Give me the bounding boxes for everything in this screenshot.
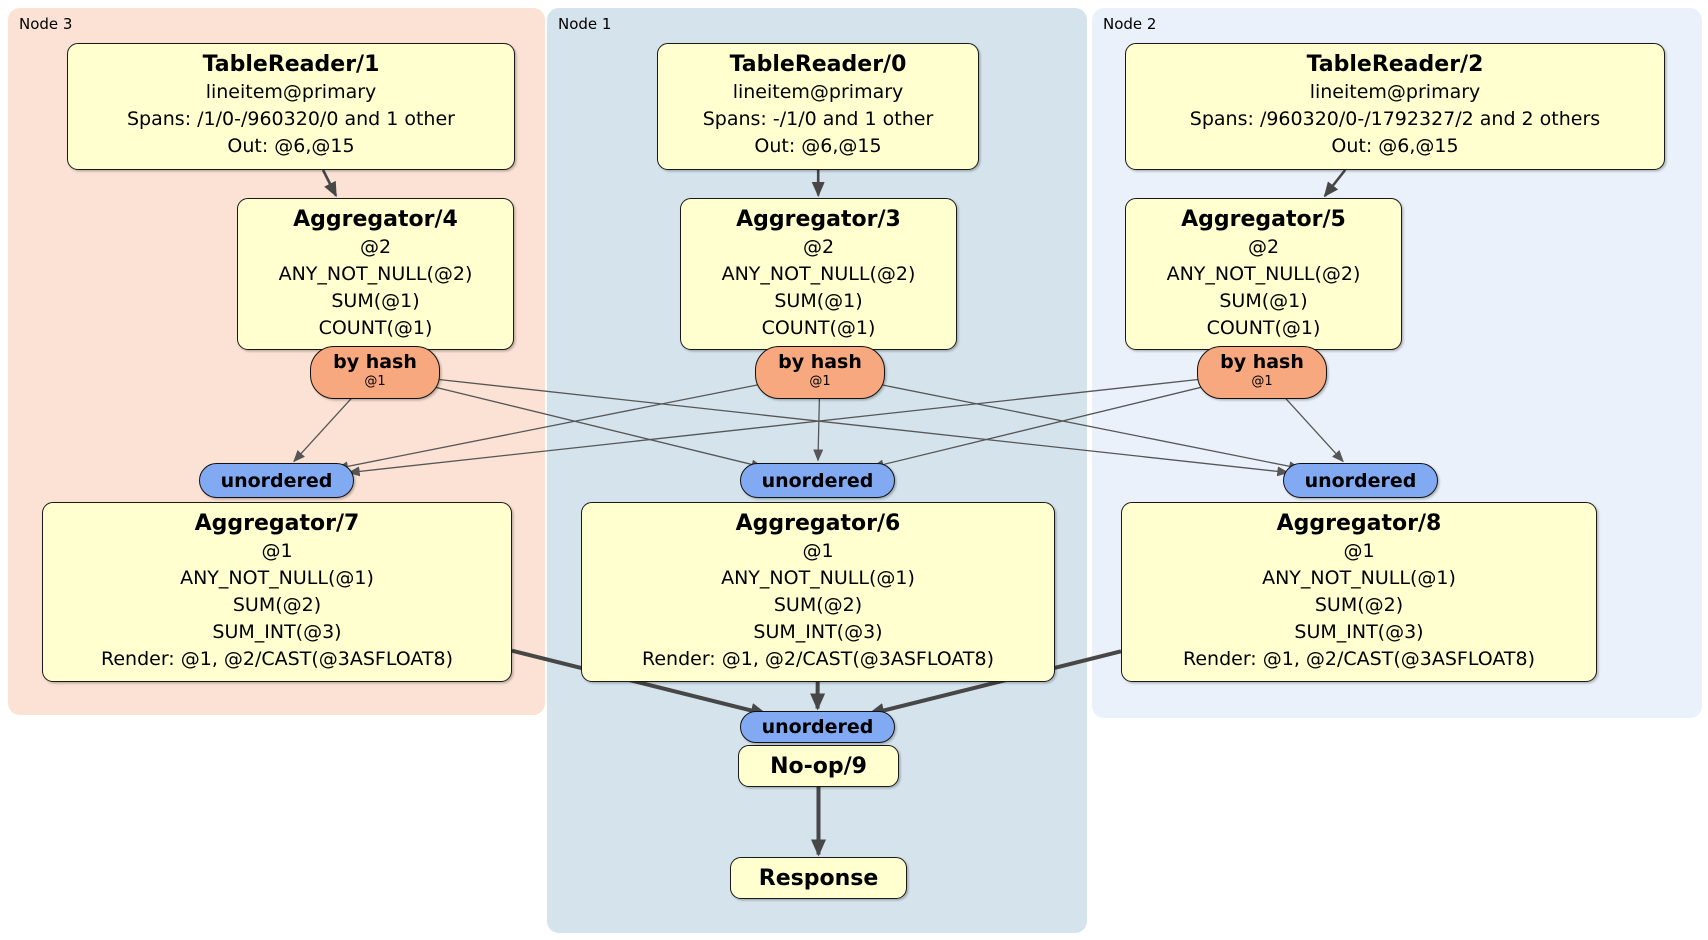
processor-detail: SUM(@2) [773, 594, 863, 616]
processor-detail: lineitem@primary [205, 81, 377, 103]
processor-aggregator-5: Aggregator/5 @2 ANY_NOT_NULL(@2) SUM(@1)… [1125, 198, 1402, 350]
sync-label: unordered [1304, 469, 1417, 492]
processor-detail: Render: @1, @2/CAST(@3ASFLOAT8) [1183, 648, 1535, 670]
router-label: by hash [778, 351, 862, 373]
processor-detail: SUM(@1) [1219, 290, 1308, 312]
processor-aggregator-4: Aggregator/4 @2 ANY_NOT_NULL(@2) SUM(@1)… [237, 198, 514, 350]
processor-detail: @1 [1343, 540, 1375, 562]
processor-title: TableReader/0 [729, 52, 907, 77]
sync-label: unordered [761, 716, 874, 738]
processor-detail: @2 [359, 236, 392, 258]
processor-detail: Out: @6,@15 [754, 135, 882, 157]
processor-detail: lineitem@primary [732, 81, 904, 103]
processor-title: Aggregator/5 [1181, 207, 1346, 232]
processor-detail: SUM(@1) [331, 290, 420, 312]
router-label: by hash [1220, 351, 1304, 373]
processor-tablereader-1: TableReader/1 lineitem@primary Spans: /1… [67, 43, 515, 170]
processor-detail: ANY_NOT_NULL(@2) [721, 263, 916, 285]
processor-detail: @2 [1247, 236, 1280, 258]
processor-detail: @1 [802, 540, 834, 562]
processor-title: Aggregator/8 [1276, 511, 1442, 536]
processor-detail: ANY_NOT_NULL(@2) [1166, 263, 1361, 285]
processor-detail: Render: @1, @2/CAST(@3ASFLOAT8) [101, 648, 453, 670]
processor-title: Aggregator/4 [293, 207, 458, 232]
region-label-node-3: Node 3 [19, 15, 73, 33]
processor-title: Response [758, 865, 879, 891]
processor-aggregator-6: Aggregator/6 @1 ANY_NOT_NULL(@1) SUM(@2)… [581, 502, 1055, 682]
processor-detail: COUNT(@1) [318, 317, 433, 339]
router-label: by hash [333, 351, 417, 373]
processor-detail: Spans: -/1/0 and 1 other [702, 108, 934, 130]
processor-detail: ANY_NOT_NULL(@1) [1262, 567, 1456, 589]
processor-aggregator-7: Aggregator/7 @1 ANY_NOT_NULL(@1) SUM(@2)… [42, 502, 512, 682]
processor-detail: COUNT(@1) [1206, 317, 1321, 339]
processor-noop-9: No-op/9 [738, 745, 899, 787]
processor-detail: COUNT(@1) [761, 317, 876, 339]
processor-detail: SUM_INT(@3) [1294, 621, 1424, 643]
processor-detail: Out: @6,@15 [227, 135, 355, 157]
processor-title: Aggregator/7 [194, 511, 360, 536]
processor-title: Aggregator/3 [736, 207, 901, 232]
processor-detail: SUM(@1) [774, 290, 863, 312]
processor-detail: SUM(@2) [232, 594, 322, 616]
sync-unordered-final: unordered [740, 711, 895, 743]
router-by-hash-node1: by hash @1 [755, 346, 885, 399]
router-columns: @1 [809, 374, 831, 389]
processor-title: TableReader/2 [1306, 52, 1484, 77]
region-label-node-1: Node 1 [558, 15, 612, 33]
processor-response: Response [730, 857, 907, 899]
sync-unordered-node2: unordered [1283, 463, 1438, 498]
sync-unordered-node1: unordered [740, 463, 895, 498]
processor-detail: ANY_NOT_NULL(@2) [278, 263, 473, 285]
sync-label: unordered [761, 469, 874, 492]
processor-detail: lineitem@primary [1309, 81, 1481, 103]
sync-label: unordered [220, 469, 333, 492]
processor-title: No-op/9 [770, 753, 867, 779]
processor-detail: Spans: /1/0-/960320/0 and 1 other [127, 108, 455, 130]
processor-detail: SUM(@2) [1314, 594, 1404, 616]
region-label-node-2: Node 2 [1103, 15, 1157, 33]
processor-detail: Out: @6,@15 [1331, 135, 1459, 157]
processor-detail: ANY_NOT_NULL(@1) [180, 567, 374, 589]
processor-detail: ANY_NOT_NULL(@1) [721, 567, 915, 589]
processor-aggregator-3: Aggregator/3 @2 ANY_NOT_NULL(@2) SUM(@1)… [680, 198, 957, 350]
router-by-hash-node2: by hash @1 [1197, 346, 1327, 399]
router-columns: @1 [1251, 374, 1273, 389]
sync-unordered-node3: unordered [199, 463, 354, 498]
processor-detail: SUM_INT(@3) [753, 621, 883, 643]
processor-tablereader-2: TableReader/2 lineitem@primary Spans: /9… [1125, 43, 1665, 170]
processor-detail: @2 [802, 236, 835, 258]
router-columns: @1 [364, 374, 386, 389]
processor-tablereader-0: TableReader/0 lineitem@primary Spans: -/… [657, 43, 979, 170]
processor-detail: Spans: /960320/0-/1792327/2 and 2 others [1189, 108, 1601, 130]
processor-title: TableReader/1 [202, 52, 380, 77]
processor-title: Aggregator/6 [735, 511, 901, 536]
processor-aggregator-8: Aggregator/8 @1 ANY_NOT_NULL(@1) SUM(@2)… [1121, 502, 1597, 682]
router-by-hash-node3: by hash @1 [310, 346, 440, 399]
processor-detail: Render: @1, @2/CAST(@3ASFLOAT8) [642, 648, 994, 670]
processor-detail: @1 [261, 540, 293, 562]
processor-detail: SUM_INT(@3) [212, 621, 342, 643]
